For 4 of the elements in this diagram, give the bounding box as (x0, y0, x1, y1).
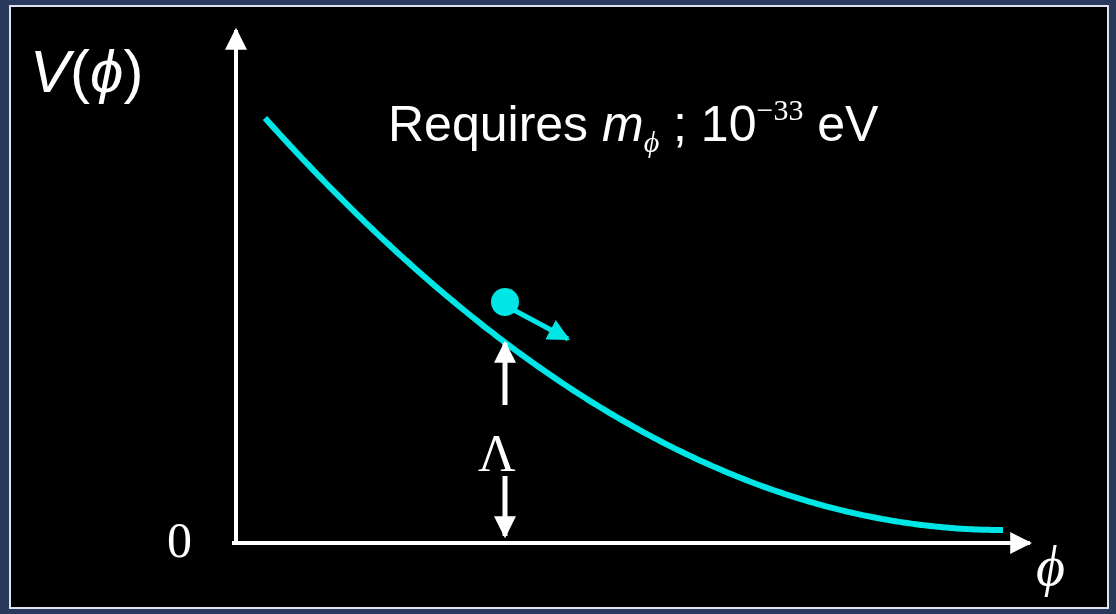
dimension-label: Λ (478, 428, 516, 480)
annotation: Requires m$_{ϕ}$ ; 10$^{−33}$ eV (388, 95, 879, 157)
axis-label: V(ϕ) (30, 42, 144, 102)
axis-origin-label: 0 (167, 515, 192, 565)
